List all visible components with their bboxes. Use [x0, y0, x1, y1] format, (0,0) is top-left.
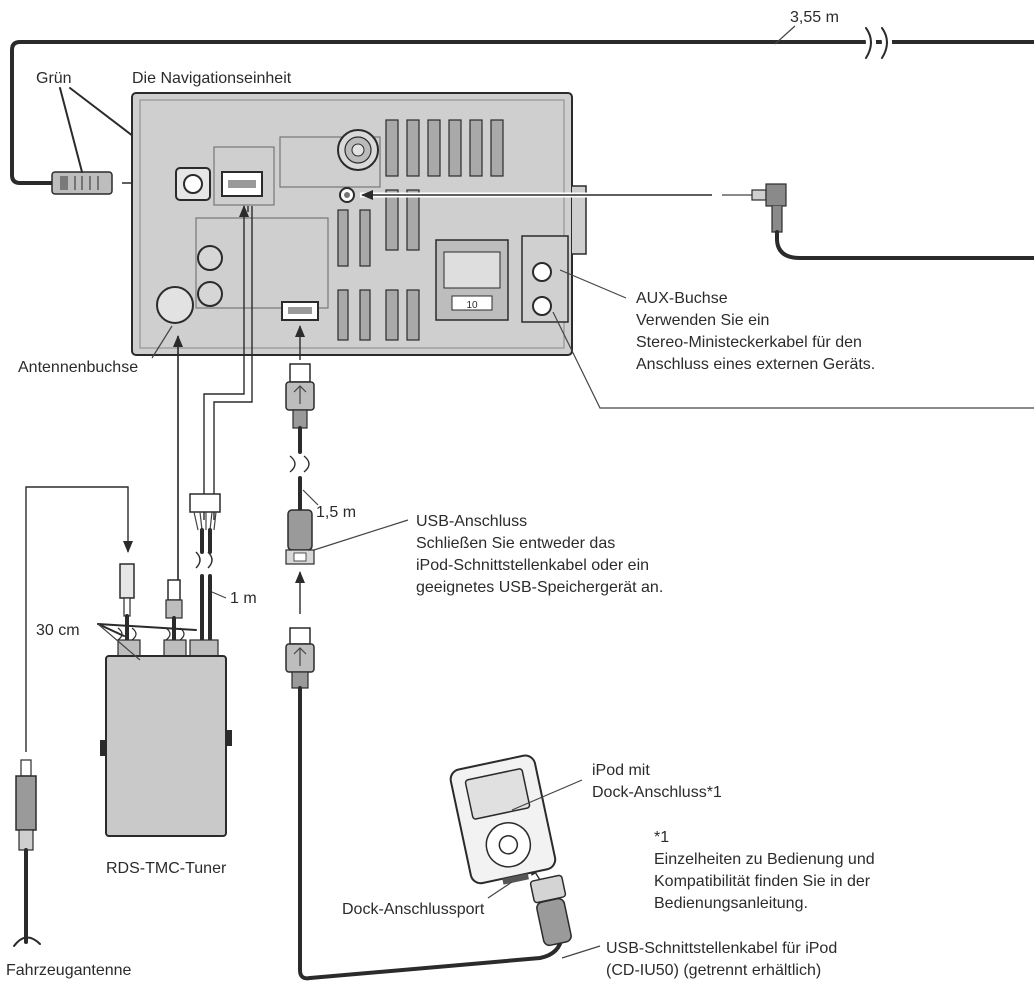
ipod-line1: iPod mit: [592, 762, 650, 779]
green-pointer-plug: [59, 87, 83, 173]
short-cable-length-label: 30 cm: [36, 622, 80, 639]
dock-port-leader: [487, 881, 513, 899]
long-cable: [10, 25, 1034, 185]
usb-line3: geeignetes USB-Speichergerät an.: [416, 579, 663, 596]
vehicle-antenna-plug: [13, 759, 41, 947]
green-connector-plug: [51, 171, 113, 195]
usb-line2: iPod-Schnittstellenkabel oder ein: [416, 557, 649, 574]
vehicle-antenna-arrow: [25, 486, 133, 752]
footnote-line3: Bedienungsanleitung.: [654, 895, 808, 912]
vehicle-antenna-label: Fahrzeugantenne: [6, 962, 132, 979]
navigation-unit: 10: [131, 92, 587, 356]
tuner-cable: [189, 493, 221, 642]
ipod-cable-line2: (CD-IU50) (getrennt erhältlich): [606, 962, 821, 979]
nav-unit-label: Die Navigationseinheit: [132, 70, 292, 87]
usb-leader: [313, 519, 409, 551]
dock-port-label: Dock-Anschlussport: [342, 901, 485, 918]
ipod-interface-cable: [285, 627, 572, 981]
aux-line3: Anschluss eines externen Geräts.: [636, 356, 875, 373]
aux-line1: Verwenden Sie ein: [636, 312, 769, 329]
rds-tmc-tuner: [100, 639, 232, 837]
aux-minijack-cable: [722, 183, 1034, 260]
ipod-leader: [511, 779, 583, 811]
ipod-device: [449, 754, 557, 885]
lower-aux-leader: [552, 311, 1034, 409]
usb-length-label: 1,5 m: [316, 504, 356, 521]
usb-title: USB-Anschluss: [416, 513, 527, 530]
footnote-line2: Kompatibilität finden Sie in der: [654, 873, 871, 890]
connector-number: 10: [466, 300, 478, 311]
usb-extension-cable: [285, 363, 315, 565]
footnote-mark: *1: [654, 829, 669, 846]
green-label: Grün: [36, 70, 72, 87]
ipod-cable-line1: USB-Schnittstellenkabel für iPod: [606, 940, 837, 957]
aux-line2: Stereo-Ministeckerkabel für den: [636, 334, 862, 351]
aux-jack: [532, 262, 552, 282]
antenna-jack-label: Antennenbuchse: [18, 359, 138, 376]
cable-length-long-label: 3,55 m: [790, 9, 839, 26]
usb-line1: Schließen Sie entweder das: [416, 535, 615, 552]
aux-leader: [559, 269, 627, 299]
antenna-jack: [156, 286, 194, 324]
tuner-cable-length-label: 1 m: [230, 590, 257, 607]
aux-title: AUX-Buchse: [636, 290, 728, 307]
ipod-line2: Dock-Anschluss*1: [592, 784, 722, 801]
footnote-line1: Einzelheiten zu Bedienung und: [654, 851, 875, 868]
ipod-cable-leader: [561, 945, 601, 959]
tuner-label: RDS-TMC-Tuner: [106, 860, 227, 877]
